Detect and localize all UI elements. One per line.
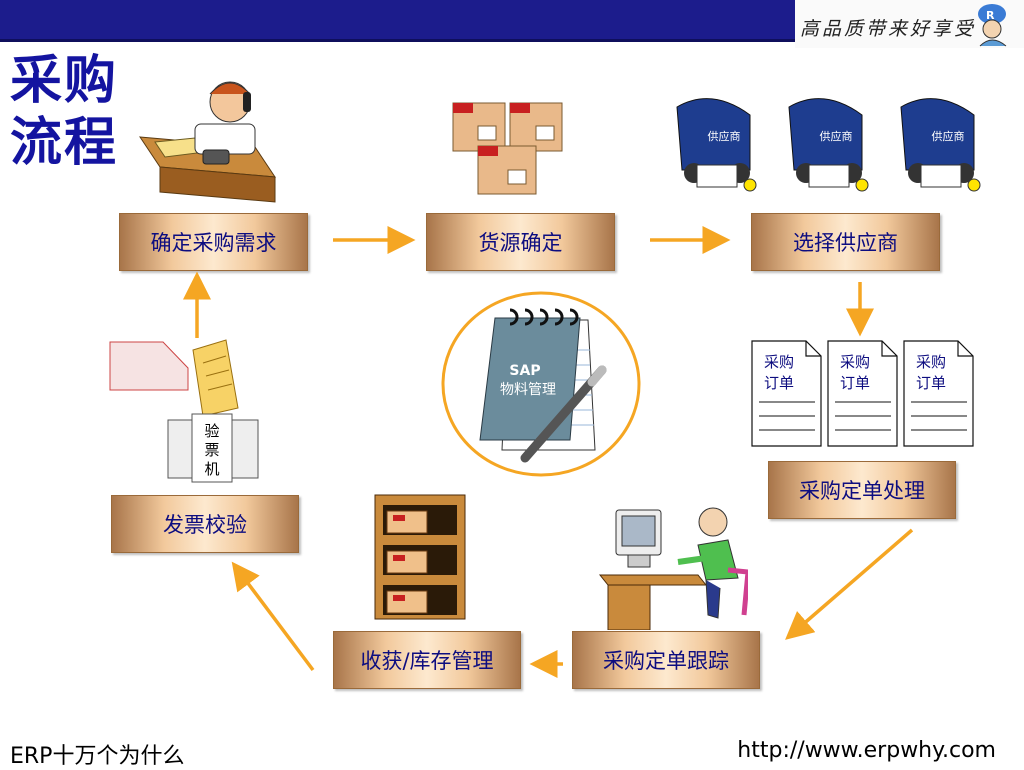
po-label-line1: 采购 (916, 353, 946, 371)
po-label-line1: 采购 (764, 353, 794, 371)
boxes-illustration (452, 102, 563, 195)
purchase-order-doc: 采购 订单 (903, 340, 974, 447)
invoice-machine-illustration: 验 票 机 (109, 339, 259, 483)
supplier-label: 供应商 (932, 129, 965, 143)
center-label-sap: SAP (509, 363, 540, 379)
arrow-processing-to-tracking (785, 528, 914, 640)
step-order-processing: 采购定单处理 (768, 461, 956, 519)
supplier-label: 供应商 (820, 129, 853, 143)
step-goods-receipt: 收获/库存管理 (333, 631, 521, 689)
computer-user-illustration (598, 507, 748, 630)
svg-text:R: R (986, 9, 995, 22)
page-title-line2: 流程 (10, 112, 119, 173)
header-bar (0, 0, 795, 42)
mascot-icon: R (978, 4, 1007, 47)
purchase-order-doc: 采购 订单 (751, 340, 822, 447)
page-title-line1: 采购 (10, 50, 119, 111)
step-order-tracking: 采购定单跟踪 (572, 631, 760, 689)
sap-notepad-illustration: SAP 物料管理 (441, 291, 641, 477)
supplier-truck: 供应商 (788, 98, 869, 192)
invoice-machine-char3: 机 (204, 460, 219, 478)
footer-url: http://www.erpwhy.com (737, 738, 996, 763)
purchase-order-doc: 采购 订单 (827, 340, 898, 447)
supplier-trucks-illustration: 供应商 供应商 供应商 (676, 98, 981, 192)
step-invoice-verification: 发票校验 (111, 495, 299, 553)
supplier-truck: 供应商 (900, 98, 981, 192)
arrow-receipt-to-invoice (231, 561, 315, 672)
supplier-label: 供应商 (708, 129, 741, 143)
purchase-orders-illustration: 采购 订单 采购 订单 采购 订单 (751, 340, 974, 447)
po-label-line2: 订单 (840, 374, 870, 392)
po-label-line2: 订单 (916, 374, 946, 392)
invoice-machine-char2: 票 (204, 441, 219, 459)
phone-person-illustration (139, 81, 276, 203)
po-label-line2: 订单 (764, 374, 794, 392)
footer-left-text: ERP十万个为什么 (10, 744, 185, 769)
supplier-truck: 供应商 (676, 98, 757, 192)
invoice-machine-char1: 验 (204, 422, 219, 440)
step-select-vendor: 选择供应商 (751, 213, 940, 271)
page-title: 采购 流程 (10, 50, 118, 174)
step-source-determination: 货源确定 (426, 213, 615, 271)
step-determine-demand: 确定采购需求 (119, 213, 308, 271)
po-label-line1: 采购 (840, 353, 870, 371)
brand-slogan: 高品质带来好享受 (800, 18, 977, 40)
center-label-mm: 物料管理 (500, 382, 556, 398)
storage-cabinet-illustration (374, 494, 466, 620)
